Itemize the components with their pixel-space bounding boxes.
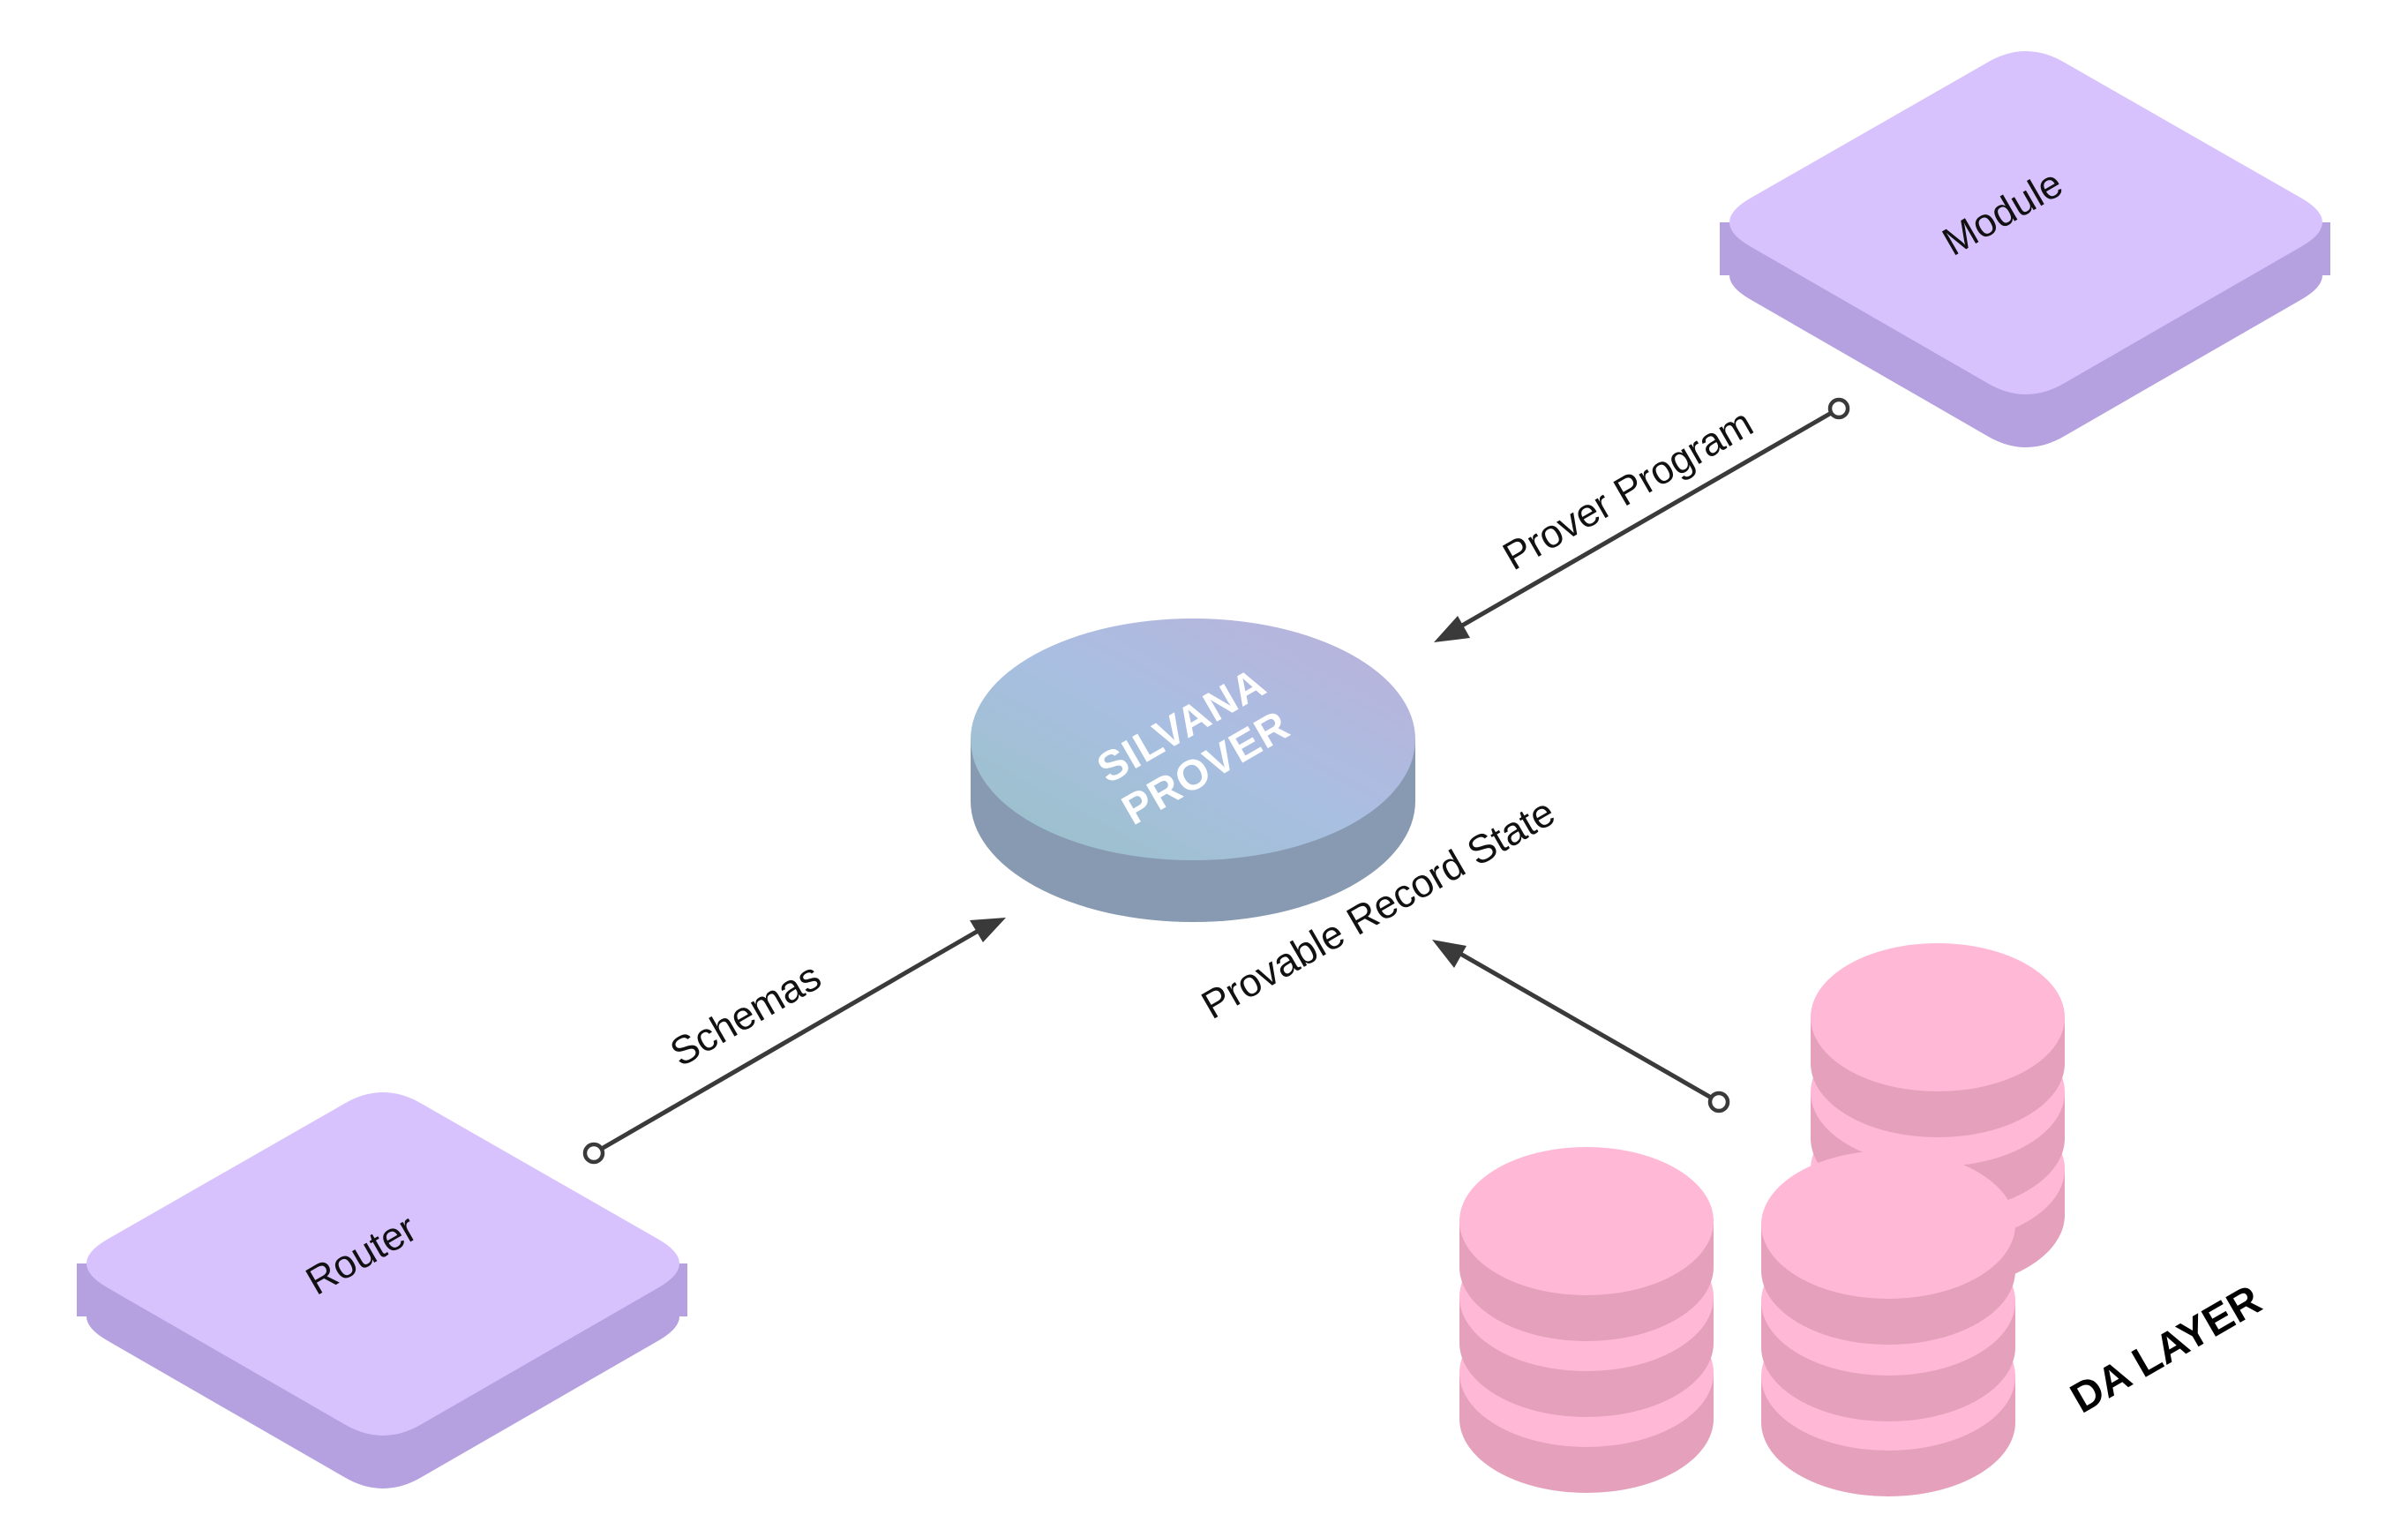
router-block-top xyxy=(86,1092,679,1436)
provable-record-state-origin-dot xyxy=(1707,1091,1730,1113)
schemas-line xyxy=(592,926,983,1156)
silvana-prover-disk: SILVANA PROVER xyxy=(971,619,1415,922)
provable-record-state-line xyxy=(1454,948,1721,1105)
prover-program-line xyxy=(1454,406,1841,632)
da-layer-label: DA LAYER xyxy=(2063,1277,2269,1422)
provable-record-state-arrowhead xyxy=(1432,940,1467,968)
prover-program-origin-dot xyxy=(1827,397,1850,420)
schemas-origin-dot xyxy=(582,1142,605,1165)
coin-stack-left xyxy=(1459,1147,1714,1493)
coin-stack-right xyxy=(1761,1151,2015,1496)
module-block: Module xyxy=(1720,51,2330,447)
prover-disk-top xyxy=(971,619,1415,860)
edge-prover-program: Prover Program xyxy=(1434,397,1850,642)
prover-program-label: Prover Program xyxy=(1495,400,1760,579)
module-block-top xyxy=(1729,51,2322,394)
prover-program-arrowhead xyxy=(1434,616,1470,642)
schemas-arrowhead xyxy=(970,918,1006,942)
da-layer: DA LAYER xyxy=(1459,943,2269,1496)
router-block: Router xyxy=(77,1092,687,1488)
edge-schemas: Schemas xyxy=(582,918,1006,1165)
schemas-label: Schemas xyxy=(663,954,829,1076)
